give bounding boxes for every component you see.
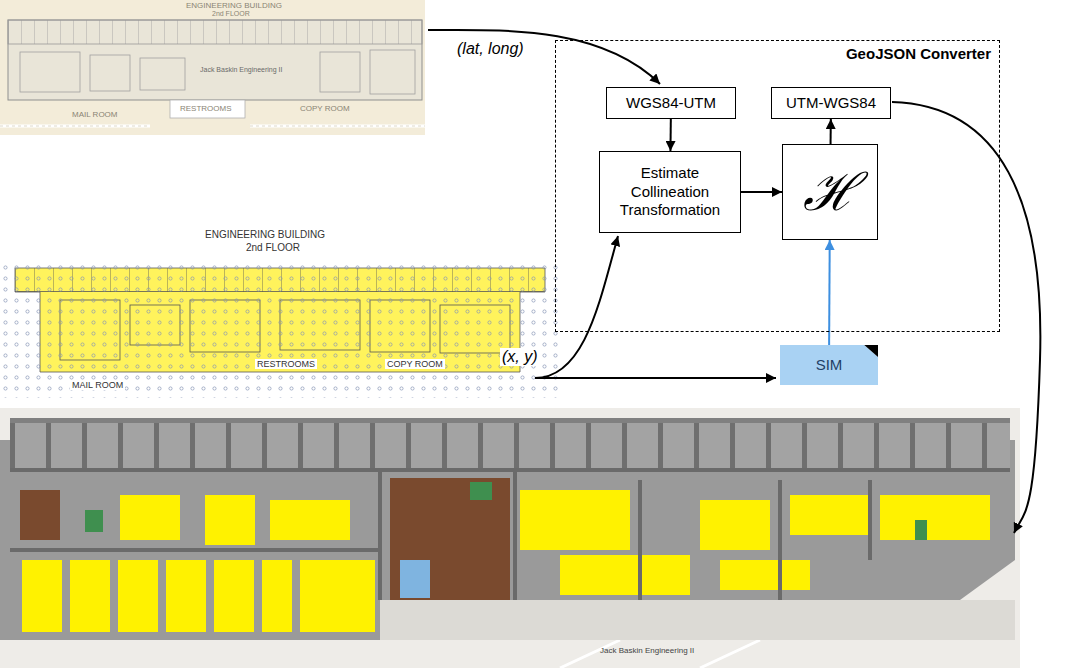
flow-arrow — [669, 119, 671, 151]
room-floor — [300, 560, 375, 632]
map-ground — [0, 0, 425, 135]
document-shape: SIM — [780, 345, 878, 385]
stairs — [915, 520, 927, 540]
input-arrow — [428, 30, 660, 84]
process-box: Estimate Collineation Transformation — [599, 151, 741, 233]
converter-box: GeoJSON ConverterWGS84-UTM UTM-WGS84Estim… — [555, 40, 1000, 332]
render-3d — [0, 408, 1020, 668]
map-label: Jack Baskin Engineering II — [600, 646, 694, 655]
corridor — [390, 478, 510, 600]
map-label: ENGINEERING BUILDING — [186, 1, 282, 10]
room-floor — [22, 560, 62, 632]
plan-label: MAIL ROOM — [70, 380, 125, 390]
process-box: UTM-WGS84 — [771, 87, 891, 119]
node-text: ℋ — [803, 166, 858, 218]
map-ground — [0, 408, 1020, 668]
room-floor — [214, 560, 254, 632]
map-floorplan — [0, 0, 425, 135]
document-fold — [864, 345, 878, 357]
room-floor — [880, 495, 990, 540]
room-floor — [166, 560, 206, 632]
stairs — [470, 482, 492, 500]
corridor — [20, 490, 60, 540]
room-floor — [70, 560, 110, 632]
text-holder: SIM — [816, 356, 843, 375]
process-box: WGS84-UTM — [606, 87, 736, 119]
room-row — [8, 20, 422, 44]
input-arrow — [535, 377, 776, 379]
input-arrow — [535, 236, 618, 378]
room — [140, 58, 185, 90]
road-line — [0, 126, 425, 127]
room-floor — [120, 495, 180, 540]
node-text: SIM — [816, 356, 843, 375]
plan-label: RESTROOMS — [255, 359, 317, 369]
road — [0, 125, 425, 128]
document-body — [780, 345, 878, 385]
plaza — [380, 600, 1015, 640]
transform-box: ℋ — [782, 144, 878, 240]
map-label: 2nd FLOOR — [212, 10, 250, 18]
map-label: COPY ROOM — [300, 104, 350, 113]
coordinate-label: (x, y) — [500, 348, 540, 366]
stairs — [85, 510, 103, 532]
text-holder: Estimate Collineation Transformation — [607, 164, 733, 220]
node-text: Estimate Collineation Transformation — [607, 164, 733, 220]
plan-label: ENGINEERING BUILDING — [205, 229, 325, 241]
room-floor — [560, 555, 690, 595]
room-floor — [720, 560, 810, 590]
flow-arrow — [830, 119, 832, 144]
room — [370, 50, 415, 94]
room — [320, 52, 360, 92]
room-floor — [790, 495, 870, 535]
text-holder: UTM-WGS84 — [786, 94, 876, 113]
node-text: UTM-WGS84 — [786, 94, 876, 113]
room — [20, 52, 80, 92]
room-floor — [700, 500, 770, 550]
floorplan-grid — [0, 262, 558, 398]
text-holder: WGS84-UTM — [626, 94, 716, 113]
sample-points — [0, 262, 558, 398]
container-heading: GeoJSON Converter — [846, 45, 991, 62]
building-slab — [0, 440, 1015, 640]
map-label: Jack Baskin Engineering II — [200, 66, 283, 74]
plan-label: COPY ROOM — [385, 359, 445, 369]
plan-label: 2nd FLOOR — [246, 242, 300, 254]
room-floor — [262, 560, 292, 632]
road — [560, 640, 760, 668]
building-outline — [8, 20, 422, 100]
room-floor — [520, 490, 630, 550]
node-text: WGS84-UTM — [626, 94, 716, 113]
flow-arrow — [828, 240, 831, 345]
flow-arrow — [741, 191, 782, 193]
output-arrow — [892, 102, 1040, 533]
coordinate-label: (lat, long) — [455, 40, 526, 58]
room-floor — [205, 495, 255, 545]
room — [90, 55, 130, 91]
text-holder: ℋ — [803, 166, 858, 218]
map-label: RESTROOMS — [180, 104, 232, 113]
room-floor — [270, 500, 350, 540]
room-floor-blue — [400, 560, 430, 598]
walls — [10, 470, 1010, 600]
room-floor — [118, 560, 158, 632]
outdoor-area — [170, 100, 245, 118]
room-row — [10, 418, 1010, 470]
map-label: MAIL ROOM — [72, 110, 117, 119]
